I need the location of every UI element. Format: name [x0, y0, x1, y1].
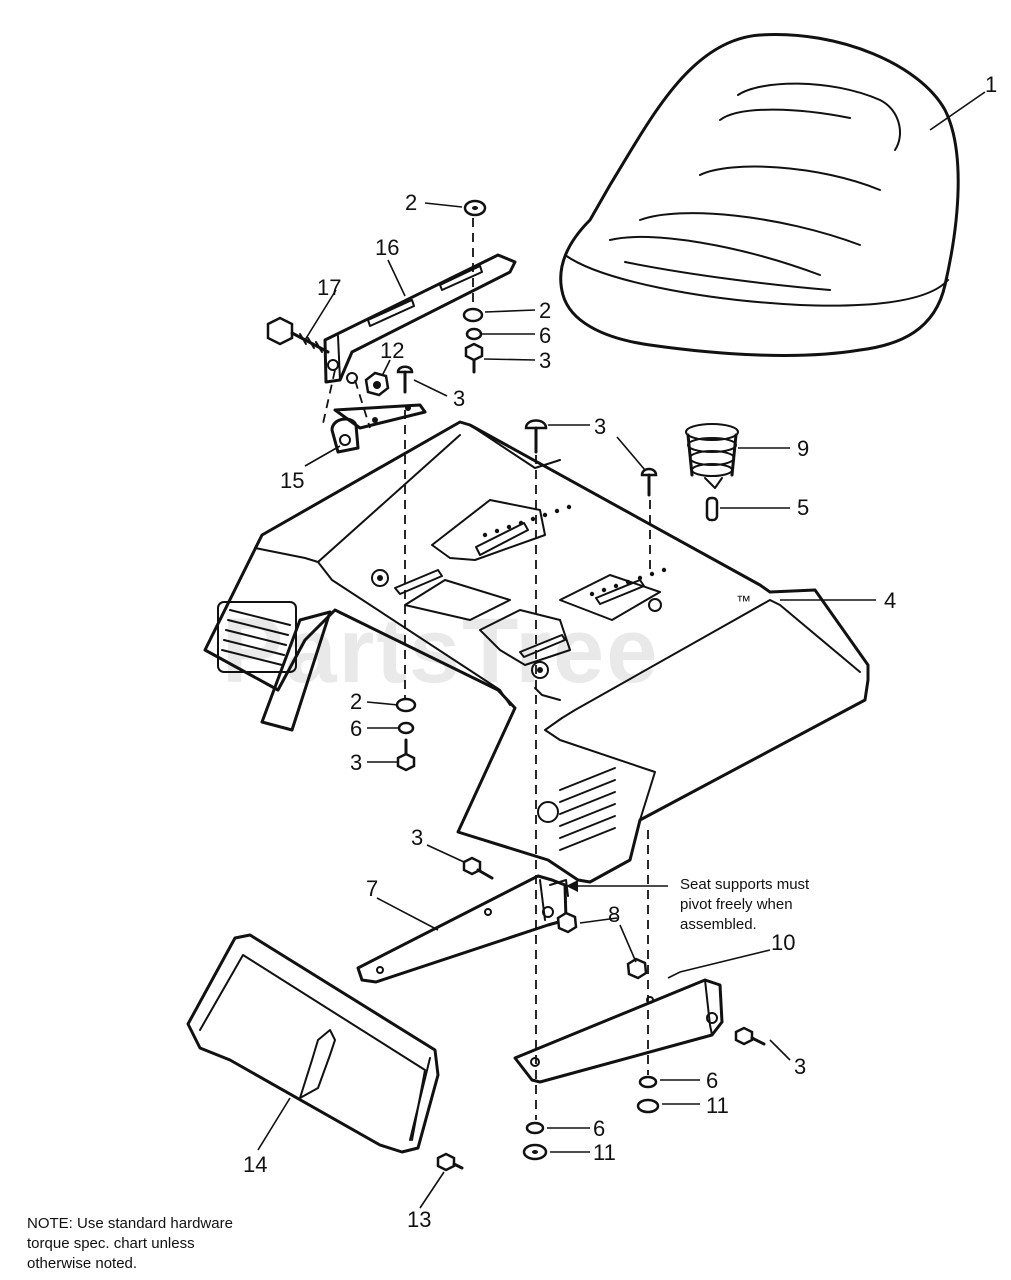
pin-part-5[interactable] [705, 496, 719, 522]
callout-6-right: 6 [706, 1068, 718, 1093]
pivot-note-line-1: Seat supports must [680, 876, 810, 893]
bolt-part-3-bracket[interactable] [396, 365, 414, 394]
trademark-symbol: ™ [736, 593, 751, 610]
fender-deck-part-4[interactable] [203, 420, 870, 884]
washer-part-2-upper[interactable] [462, 307, 484, 323]
callout-3-support: 3 [411, 825, 423, 850]
lockwasher-part-6-right[interactable] [638, 1075, 658, 1089]
callout-5: 5 [797, 495, 809, 520]
callout-6-lower: 6 [350, 716, 362, 741]
bolt-part-3-center[interactable] [524, 419, 548, 454]
callout-13: 13 [407, 1207, 431, 1232]
callout-3-far-right: 3 [794, 1054, 806, 1079]
callout-2-upper: 2 [539, 298, 551, 323]
seat-bracket-part-16[interactable] [323, 253, 517, 384]
seat-part-1[interactable] [559, 33, 960, 357]
callout-3-lower: 3 [350, 750, 362, 775]
washer-part-11-right[interactable] [636, 1098, 660, 1114]
leader-lines [257, 91, 986, 1209]
callout-15: 15 [280, 468, 304, 493]
callout-12: 12 [380, 338, 404, 363]
torque-note-line-2: torque spec. chart unless [27, 1235, 195, 1252]
callout-9: 9 [797, 436, 809, 461]
bolt-part-3-upper[interactable] [464, 342, 484, 374]
seat-support-part-10[interactable] [513, 978, 724, 1084]
bolt-part-3-support[interactable] [462, 856, 494, 880]
torque-note: NOTE: Use standard hardware torque spec.… [27, 1215, 233, 1272]
lockwasher-part-6-bottom[interactable] [525, 1121, 545, 1135]
callout-11-bottom: 11 [593, 1140, 616, 1165]
callout-6-upper: 6 [539, 323, 551, 348]
pivot-bracket-part-15[interactable] [330, 403, 427, 454]
nut-part-8-b[interactable] [626, 957, 648, 980]
bolt-part-17[interactable] [266, 316, 330, 354]
bolt-part-3-lower[interactable] [396, 738, 416, 772]
callout-3-center: 3 [594, 414, 606, 439]
spring-part-9[interactable] [685, 423, 739, 489]
callout-17: 17 [317, 275, 341, 300]
bolt-part-3-right[interactable] [640, 467, 658, 497]
callout-1: 1 [985, 72, 997, 97]
pivot-note: Seat supports must pivot freely when ass… [680, 876, 810, 933]
lockwasher-part-6-lower[interactable] [397, 721, 415, 735]
torque-note-line-1: NOTE: Use standard hardware [27, 1215, 233, 1232]
washer-part-2-top[interactable] [463, 199, 487, 217]
bolt-part-13[interactable] [436, 1152, 464, 1172]
callout-16: 16 [375, 235, 399, 260]
callout-2-lower: 2 [350, 689, 362, 714]
torque-note-line-3: otherwise noted. [27, 1255, 137, 1272]
callout-6-bottom: 6 [593, 1116, 605, 1141]
pivot-note-line-2: pivot freely when [680, 896, 793, 913]
nut-part-12[interactable] [364, 371, 390, 397]
lockwasher-part-6-upper[interactable] [465, 327, 483, 341]
callout-2-top: 2 [405, 190, 417, 215]
callout-4: 4 [884, 588, 896, 613]
callout-11-right: 11 [706, 1093, 729, 1118]
cover-panel-part-14[interactable] [186, 933, 440, 1154]
callout-14: 14 [243, 1152, 267, 1177]
callout-3-bracket: 3 [453, 386, 465, 411]
callout-8: 8 [608, 902, 620, 927]
callout-3-upper: 3 [539, 348, 551, 373]
callout-7: 7 [366, 876, 378, 901]
pivot-note-line-3: assembled. [680, 916, 757, 933]
washer-part-2-lower[interactable] [395, 697, 417, 713]
nut-part-8-a[interactable] [556, 911, 578, 934]
callout-10: 10 [771, 930, 795, 955]
bolt-part-3-far-right[interactable] [734, 1026, 766, 1046]
washer-part-11-bottom[interactable] [522, 1143, 548, 1161]
